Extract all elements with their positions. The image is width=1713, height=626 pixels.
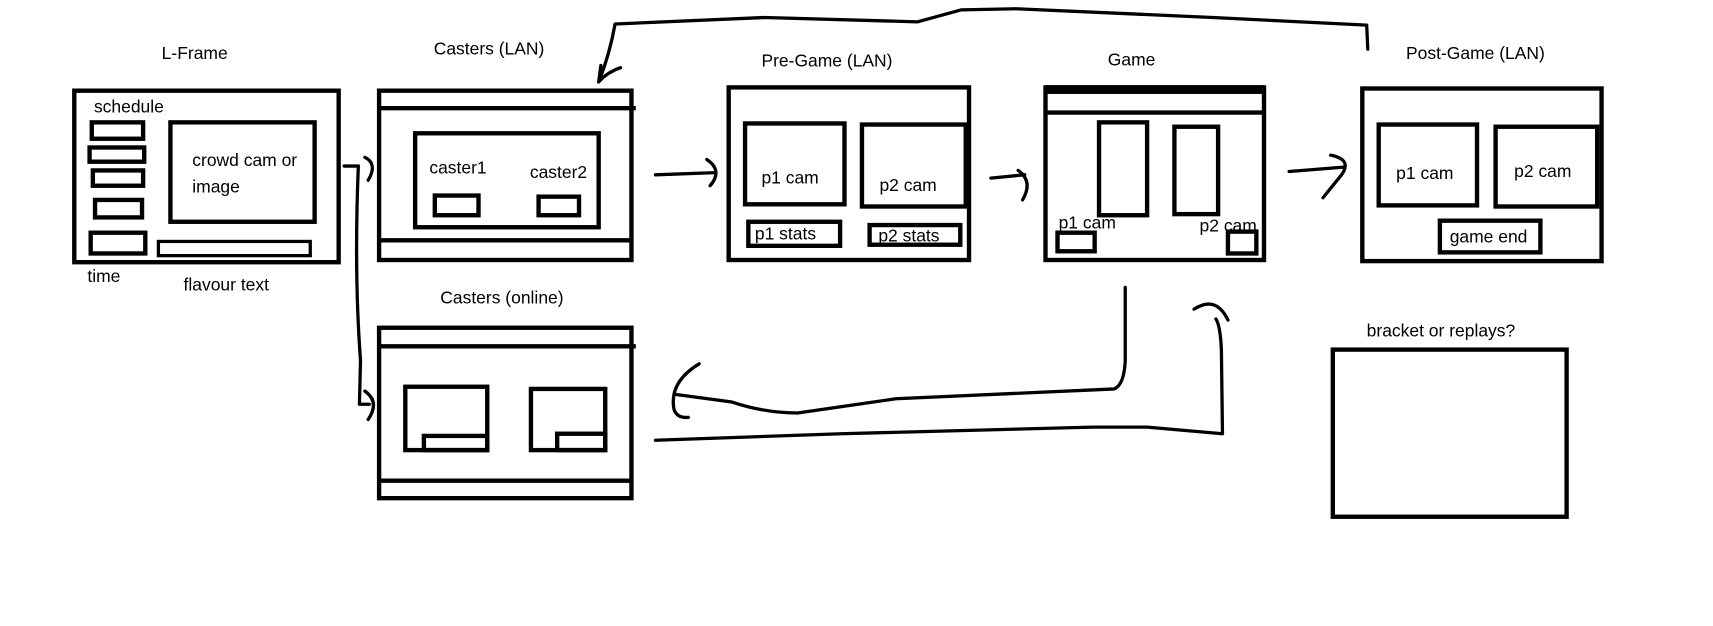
postgame-screen: Post-Game (LAN) p1 cam p2 cam game end: [1360, 43, 1604, 264]
caster1-nameplate: [432, 193, 481, 218]
game-end-label: game end: [1450, 227, 1528, 247]
lframe-screen: L-Frame schedule crowd cam or image time…: [72, 43, 341, 295]
schedule-slot: [92, 197, 145, 220]
caster2-nameplate: [536, 194, 582, 218]
flavour-text-label: flavour text: [184, 275, 270, 295]
postgame-title: Post-Game (LAN): [1406, 43, 1545, 63]
game-end-box: [1437, 218, 1543, 255]
p2-stats-box: [867, 222, 963, 247]
schedule-label: schedule: [94, 97, 164, 117]
p2-cam-box: [859, 122, 968, 209]
schedule-slot: [87, 145, 147, 164]
arrow-casters-online-to-game: [653, 302, 1230, 442]
p2-cam-box: [1493, 124, 1600, 209]
casters-lan-frame: [376, 88, 634, 263]
casters-online-title: Casters (online): [440, 288, 563, 308]
p1-stats-label: p1 stats: [755, 223, 816, 243]
arrow-game-to-postgame: [1287, 153, 1347, 200]
casters-online-screen: Casters (online): [376, 288, 636, 501]
crowd-cam-box: [168, 120, 317, 224]
caster2-webcam-box: [528, 386, 608, 453]
p1-stats-box: [746, 219, 843, 248]
pregame-title: Pre-Game (LAN): [761, 51, 892, 71]
pregame-screen: Pre-Game (LAN) p1 cam p2 cam p1 stats p2…: [726, 51, 972, 263]
caster1-webcam-box: [403, 384, 490, 453]
schedule-slot: [90, 168, 146, 188]
p2-gameplay-box: [1172, 124, 1221, 217]
bracket-screen: bracket or replays?: [1330, 320, 1569, 519]
arrow-casters-to-pregame: [653, 157, 718, 188]
arrow-game-to-casters-online: [671, 285, 1127, 420]
p2-cam-box: [1225, 229, 1259, 256]
casters-lan-screen: Casters (LAN) caster1 caster2: [376, 39, 636, 263]
p1-gameplay-box: [1096, 120, 1150, 218]
time-label: time: [87, 266, 120, 286]
p2-stats-label: p2 stats: [878, 225, 939, 245]
arrow-lframe-to-casters: [342, 155, 374, 182]
casters-box: [412, 131, 601, 230]
lframe-title: L-Frame: [162, 43, 228, 63]
game-top-bar: [1045, 85, 1264, 94]
caster2-nameplate: [554, 431, 608, 453]
p1-cam-label: p1 cam: [1396, 163, 1453, 183]
game-screen: Game p1 cam p2 cam: [1043, 50, 1267, 263]
lframe-frame: [72, 88, 341, 265]
bracket-title: bracket or replays?: [1367, 320, 1516, 340]
caster1-label: caster1: [429, 158, 486, 178]
arrow-pregame-to-game: [989, 168, 1029, 202]
p1-cam-box: [1376, 122, 1480, 208]
postgame-frame: [1360, 86, 1604, 264]
schedule-slot: [89, 120, 146, 141]
p1-cam-label: p1 cam: [761, 168, 818, 188]
caster1-nameplate: [421, 433, 490, 453]
p1-cam-box: [1055, 230, 1097, 254]
time-box: [88, 230, 148, 256]
crowd-cam-label: crowd cam or: [192, 150, 297, 170]
p2-cam-label: p2 cam: [879, 175, 936, 195]
bracket-frame: [1330, 347, 1569, 519]
caster2-label: caster2: [530, 162, 587, 182]
arrow-lframe-to-casters-online: [354, 164, 375, 422]
crowd-cam-label-2: image: [192, 176, 240, 196]
casters-online-frame: [376, 325, 634, 501]
arrow-postgame-to-casters-lan: [597, 7, 1370, 84]
p2-cam-label: p2 cam: [1514, 161, 1571, 181]
p1-cam-label: p1 cam: [1059, 212, 1116, 232]
casters-lan-title: Casters (LAN): [434, 39, 545, 59]
flavour-text-bar: [156, 239, 312, 258]
p1-cam-box: [742, 121, 847, 207]
pregame-frame: [726, 85, 972, 263]
game-title: Game: [1108, 50, 1156, 70]
